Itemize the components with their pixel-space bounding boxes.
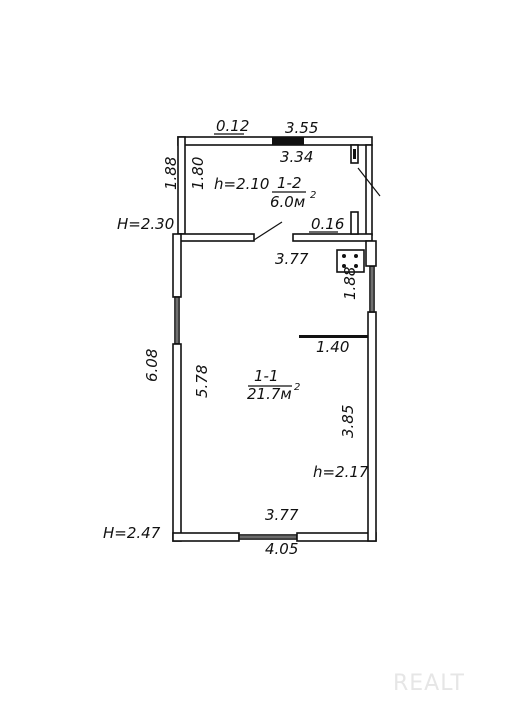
dim-annex-inner-height: 1.80: [189, 157, 207, 190]
main-ceiling-height: h=2.17: [313, 463, 369, 481]
main-room-walls: [172, 233, 377, 542]
dim-main-top-inner: 3.77: [275, 250, 309, 268]
dim-niche: 1.88: [341, 267, 359, 300]
partition: [299, 335, 368, 338]
annex-area-unit-power: 2: [310, 190, 316, 201]
main-area-unit-power: 2: [294, 382, 300, 393]
dim-main-bottom-inner: 3.77: [265, 506, 299, 524]
dim-main-bottom-outer: 4.05: [265, 540, 298, 558]
dim-main-inner-height: 5.78: [193, 365, 211, 398]
annex-walls: [177, 136, 373, 242]
dim-right-segment: 3.85: [339, 405, 357, 438]
stove: [336, 249, 365, 273]
annex-room-number: 1-2: [277, 174, 302, 192]
annex-fixture: [350, 144, 381, 235]
dim-inner-length: 3.34: [280, 148, 313, 166]
dim-partition: 0.16: [311, 215, 344, 233]
dim-outer-length: 3.55: [285, 119, 318, 137]
dim-partition-length: 1.40: [316, 338, 349, 356]
main-room-number: 1-1: [254, 367, 279, 385]
annex-floor-height: H=2.30: [117, 215, 174, 233]
dim-top-wall: 0.12: [216, 117, 249, 135]
annex-door: [253, 221, 283, 241]
annex-ceiling-height: h=2.10: [214, 175, 269, 193]
watermark: REALT: [393, 671, 465, 696]
main-room-area: 21.7м: [247, 385, 292, 403]
main-floor-height: H=2.47: [103, 524, 161, 542]
annex-room-area: 6.0м: [270, 193, 305, 211]
dim-main-outer-height: 6.08: [143, 349, 161, 382]
dim-annex-outer-height: 1.88: [162, 157, 180, 190]
